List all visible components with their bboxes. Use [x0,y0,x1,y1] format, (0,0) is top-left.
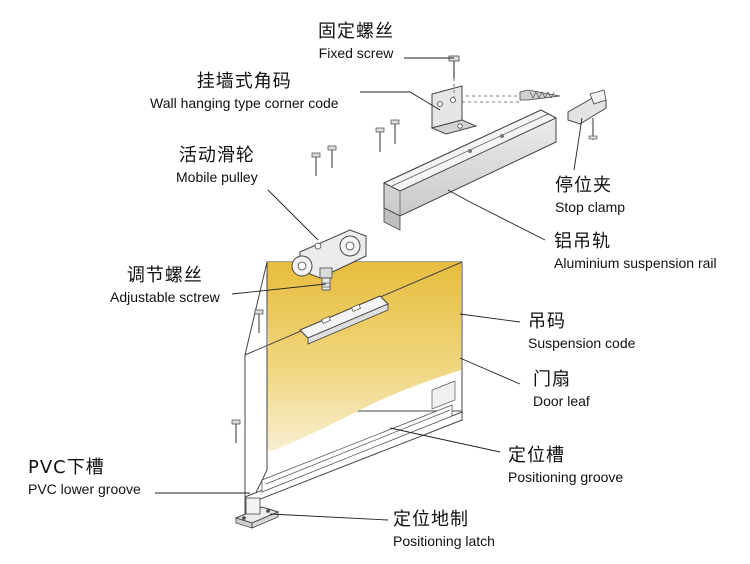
label-door-leaf: 门扇 Door leaf [533,369,590,409]
positioning-latch-en: Positioning latch [393,532,495,549]
label-suspension-code: 吊码 Suspension code [528,311,636,351]
label-fixed-screw: 固定螺丝 Fixed screw [318,21,394,61]
suspension-code-en: Suspension code [528,334,636,351]
corner-code-zh: 挂墙式角码 [196,71,292,92]
mobile-pulley-zh: 活动滑轮 [178,145,255,166]
label-corner-code: 挂墙式角码 Wall hanging type corner code [150,71,339,111]
suspension-code-zh: 吊码 [528,311,566,332]
screw-5 [254,309,264,333]
leader-suspension-code [459,313,521,323]
label-rail: 铝吊轨 Aluminium suspension rail [554,231,717,271]
rail-en: Aluminium suspension rail [554,254,717,271]
fixed-screw-part [448,55,460,98]
corner-code-en: Wall hanging type corner code [150,94,339,111]
positioning-groove-zh: 定位槽 [508,445,565,466]
leader-positioning-groove [389,427,501,453]
door-leaf-zh: 门扇 [533,369,571,390]
leader-door-leaf [459,357,521,385]
stop-clamp-part [567,89,607,140]
label-adjustable-screw: 调节螺丝 Adjustable sctrew [110,265,220,305]
label-positioning-latch: 定位地制 Positioning latch [393,509,495,549]
corner-code-bracket [430,85,520,135]
leader-corner-code [360,91,441,111]
screw-1 [311,152,321,176]
door-leaf-en: Door leaf [533,392,590,409]
screw-4 [390,119,400,144]
label-pvc-groove: PVC下槽 PVC lower groove [28,457,141,497]
small-screws [231,119,400,443]
screw-2 [327,145,337,168]
leader-stop-clamp [573,117,583,171]
stop-clamp-zh: 停位夹 [555,175,612,196]
pvc-groove-zh: PVC下槽 [28,457,105,478]
screw-6 [231,419,241,443]
leader-adjustable-screw [231,283,327,295]
positioning-groove-en: Positioning groove [508,468,624,485]
positioning-latch-part [234,497,280,529]
rail-zh: 铝吊轨 [554,231,611,252]
mobile-pulley-en: Mobile pulley [176,168,258,185]
leader-positioning-latch [269,513,389,521]
wall-screw [519,89,561,101]
stop-clamp-en: Stop clamp [555,198,626,215]
positioning-latch-zh: 定位地制 [393,509,469,530]
adjustable-screw-en: Adjustable sctrew [110,288,220,305]
aluminium-rail [382,109,558,231]
leader-mobile-pulley [267,189,319,241]
label-positioning-groove: 定位槽 Positioning groove [508,445,624,485]
leader-lines [155,57,583,521]
adjustable-screw-zh: 调节螺丝 [126,265,203,286]
fixed-screw-en: Fixed screw [318,44,394,61]
fixed-screw-zh: 固定螺丝 [318,21,394,42]
door-leaf [244,261,463,516]
leader-rail [447,189,546,241]
label-mobile-pulley: 活动滑轮 Mobile pulley [176,145,258,185]
screw-3 [375,127,385,152]
label-stop-clamp: 停位夹 Stop clamp [555,175,626,215]
pvc-groove-en: PVC lower groove [28,480,141,497]
